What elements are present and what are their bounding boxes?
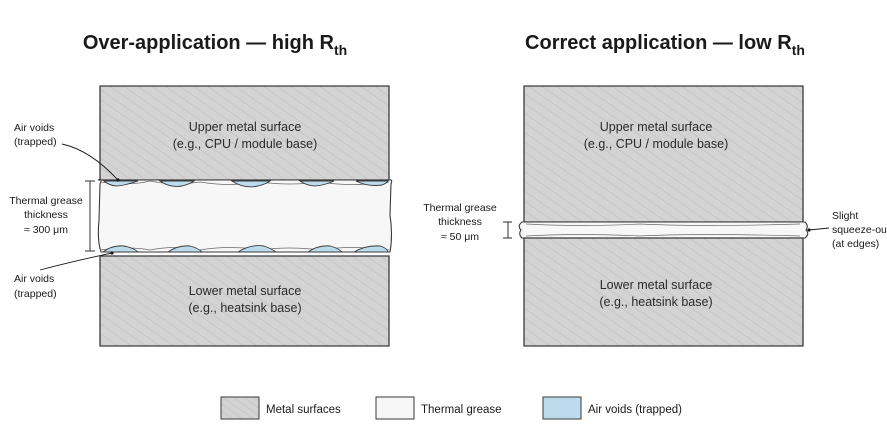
right-thickness-dimension: [503, 221, 512, 239]
right-lower-metal-label-2: (e.g., heatsink base): [599, 295, 712, 309]
right-squeeze-out-label-2: squeeze-out: [832, 224, 887, 236]
right-upper-metal-label-1: Upper metal surface: [600, 120, 713, 134]
right-grease-bottom-edge: [525, 234, 801, 237]
right-panel-title: Correct application — low Rth: [525, 32, 805, 58]
legend-metal-label: Metal surfaces: [266, 404, 341, 416]
left-upper-metal-label-1: Upper metal surface: [189, 120, 302, 134]
legend-grease-label: Thermal grease: [421, 404, 502, 416]
left-lower-metal-block: [99, 255, 390, 347]
left-air-voids-top-label-2: (trapped): [14, 136, 57, 148]
legend-voids-label: Air voids (trapped): [588, 404, 682, 416]
left-thickness-label-2: thickness: [24, 209, 68, 221]
left-air-voids-bottom-label-1: Air voids: [14, 273, 54, 285]
legend: Metal surfaces Thermal grease Air voids …: [220, 396, 682, 420]
left-air-voids-bottom-label-2: (trapped): [14, 288, 57, 300]
left-thermal-grease-layer: [97, 178, 393, 253]
left-grease-top-edge: [99, 180, 390, 185]
right-panel: Correct application — low Rth Upper meta…: [423, 32, 887, 347]
left-lower-metal-label-2: (e.g., heatsink base): [188, 301, 301, 315]
left-upper-metal-label-2: (e.g., CPU / module base): [173, 137, 318, 151]
left-air-voids-top-label-1: Air voids: [14, 122, 54, 134]
left-thickness-dimension: [85, 180, 95, 252]
right-lower-metal-label-1: Lower metal surface: [600, 278, 713, 292]
right-squeeze-out-leader: [807, 227, 830, 232]
left-top-air-voids: [102, 180, 389, 188]
left-air-voids-top-leader: [61, 143, 120, 182]
legend-voids-swatch: [542, 396, 582, 420]
right-upper-metal-block: [523, 85, 804, 223]
right-thickness-label-1: Thermal grease: [423, 202, 497, 214]
left-thickness-label-1: Thermal grease: [9, 195, 83, 207]
left-thickness-label-3: ≈ 300 μm: [24, 224, 68, 236]
right-upper-metal-label-2: (e.g., CPU / module base): [584, 137, 729, 151]
right-grease-top-edge: [525, 223, 801, 226]
right-squeeze-out-label-1: Slight: [832, 210, 858, 222]
left-panel-title: Over-application — high Rth: [83, 32, 347, 58]
left-bottom-air-voids: [101, 245, 389, 253]
right-squeeze-out-label-3: (at edges): [832, 238, 879, 250]
right-thermal-grease-layer: [518, 221, 809, 239]
left-air-voids-bottom-leader: [39, 251, 114, 271]
right-thickness-label-2: thickness: [438, 216, 482, 228]
legend-metal-swatch: [220, 396, 260, 420]
right-lower-metal-block: [523, 237, 804, 347]
right-thickness-label-3: ≈ 50 μm: [441, 231, 479, 243]
legend-grease-swatch: [375, 396, 415, 420]
left-lower-metal-label-1: Lower metal surface: [189, 284, 302, 298]
left-panel: Over-application — high Rth Upper metal …: [9, 32, 393, 347]
